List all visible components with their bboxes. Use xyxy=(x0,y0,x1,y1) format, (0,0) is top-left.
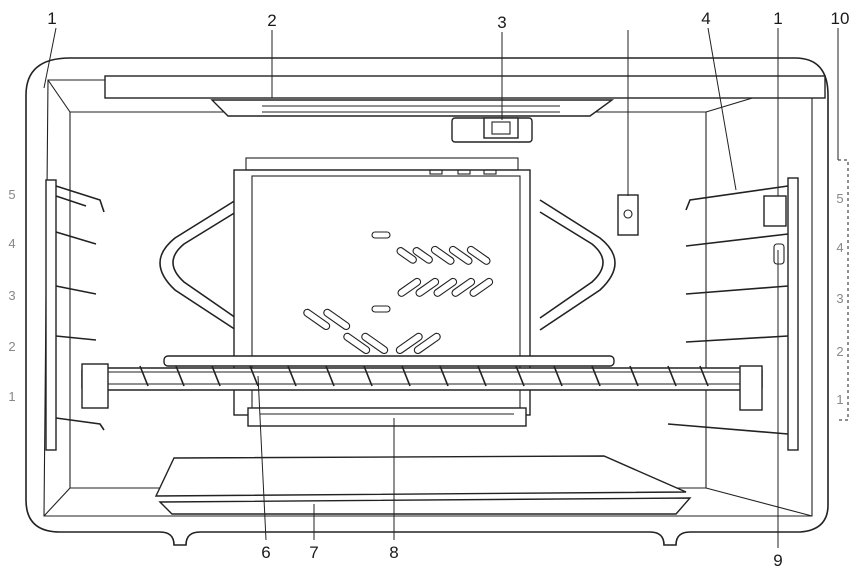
level-left-5: 5 xyxy=(8,187,15,202)
bottom-heating-element xyxy=(247,407,527,427)
callout-10: 10 xyxy=(831,9,850,28)
callout-2: 2 xyxy=(267,11,276,30)
level-right-2: 2 xyxy=(836,344,843,359)
right-shelf-support xyxy=(667,177,799,451)
wire-rack xyxy=(81,355,763,411)
level-right-4: 4 xyxy=(836,240,843,255)
level-left-2: 2 xyxy=(8,339,15,354)
callout-1-right: 1 xyxy=(773,9,782,28)
shelf-levels-left: 5 4 3 2 1 xyxy=(8,187,15,404)
callout-7: 7 xyxy=(309,543,318,562)
level-right-5: 5 xyxy=(836,191,843,206)
level-left-4: 4 xyxy=(8,236,15,251)
callout-6: 6 xyxy=(261,543,270,562)
level-right-3: 3 xyxy=(836,291,843,306)
oven-lamp xyxy=(451,117,533,143)
level-left-1: 1 xyxy=(8,389,15,404)
level-left-3: 3 xyxy=(8,288,15,303)
level-right-1: 1 xyxy=(836,392,843,407)
callout-9: 9 xyxy=(773,551,782,570)
callout-1-left: 1 xyxy=(47,9,56,28)
left-shelf-support xyxy=(45,179,105,451)
callout-4: 4 xyxy=(701,9,710,28)
baking-tray xyxy=(154,455,692,515)
callout-labels: 1 2 3 4 1 10 6 7 8 9 xyxy=(47,9,849,570)
probe-socket xyxy=(617,194,639,236)
shelf-levels-right: 5 4 3 2 1 xyxy=(836,191,843,407)
callout-3: 3 xyxy=(497,13,506,32)
callout-8: 8 xyxy=(389,543,398,562)
top-heating-element xyxy=(104,75,826,117)
callout-leaders xyxy=(43,27,849,548)
